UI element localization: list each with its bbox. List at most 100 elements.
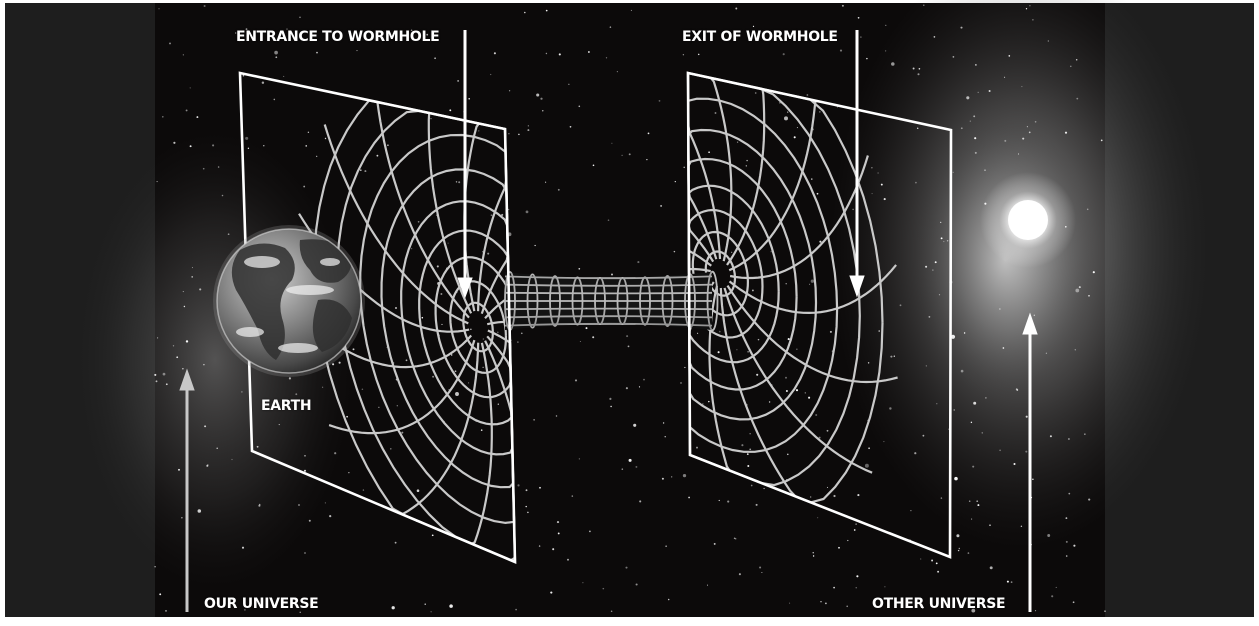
star [940, 497, 943, 499]
star [806, 94, 809, 96]
star [1065, 517, 1068, 520]
star [304, 552, 306, 554]
star [867, 362, 870, 364]
star [646, 158, 648, 161]
star [989, 524, 991, 526]
star [708, 400, 710, 403]
star [411, 248, 413, 250]
star [795, 389, 799, 392]
star [918, 68, 921, 70]
star [1006, 580, 1009, 583]
star [746, 453, 749, 455]
star [405, 359, 408, 362]
star [943, 240, 945, 243]
star [542, 110, 544, 112]
grid-spoke [323, 124, 469, 325]
star [1047, 534, 1051, 537]
star [189, 87, 191, 89]
star [197, 509, 202, 513]
star [1004, 76, 1006, 78]
exit-arrow [849, 30, 865, 298]
star [490, 73, 492, 76]
star [329, 515, 332, 518]
star [316, 155, 318, 157]
star [545, 9, 548, 12]
star [154, 566, 156, 568]
grid-spoke [726, 285, 898, 384]
star [820, 601, 822, 603]
star [316, 51, 318, 54]
star [880, 183, 883, 186]
star [361, 388, 364, 391]
star [871, 193, 873, 195]
star [968, 500, 971, 502]
star [717, 351, 720, 354]
grid-spoke [726, 89, 766, 266]
star [602, 587, 605, 590]
star [974, 151, 977, 154]
star [202, 167, 205, 170]
star [846, 605, 848, 608]
star [967, 552, 970, 554]
star [478, 130, 480, 132]
star [431, 534, 434, 537]
star [172, 345, 175, 347]
star [391, 606, 395, 610]
star [912, 67, 915, 70]
star [432, 375, 435, 378]
star [925, 265, 928, 268]
star [749, 433, 751, 435]
star [185, 109, 188, 112]
star [396, 405, 398, 407]
star [935, 562, 938, 565]
star [454, 370, 457, 373]
star [539, 486, 541, 489]
star [263, 145, 265, 147]
star [793, 136, 796, 139]
star [662, 422, 665, 424]
star [818, 436, 821, 439]
star [810, 279, 815, 283]
star [441, 323, 443, 325]
star [812, 555, 815, 557]
star [785, 282, 787, 285]
star [401, 431, 404, 434]
star [324, 137, 327, 140]
star [569, 125, 572, 128]
star [1033, 314, 1035, 316]
star [447, 242, 449, 244]
star [953, 409, 955, 411]
star [426, 33, 429, 36]
star [946, 240, 949, 242]
star [829, 330, 832, 333]
grid-spoke [486, 335, 512, 369]
star [999, 449, 1001, 452]
star [517, 484, 520, 487]
star [816, 192, 819, 195]
star [637, 261, 640, 264]
star [628, 153, 631, 156]
star [761, 571, 763, 574]
star [390, 448, 392, 450]
star [988, 89, 991, 93]
star [588, 51, 590, 53]
grid-spoke [710, 77, 733, 262]
star [853, 529, 856, 531]
star [497, 403, 499, 405]
star [626, 335, 629, 338]
star [416, 489, 420, 492]
star [940, 237, 943, 240]
star [430, 611, 432, 613]
star [155, 380, 158, 383]
star [430, 118, 432, 120]
star [674, 181, 676, 183]
star [696, 446, 698, 449]
star [818, 111, 821, 113]
star [1002, 347, 1005, 349]
entrance-label: ENTRANCE TO WORMHOLE [236, 29, 440, 45]
star [421, 316, 424, 319]
star [1065, 555, 1068, 557]
star [203, 4, 206, 8]
star [855, 523, 857, 525]
